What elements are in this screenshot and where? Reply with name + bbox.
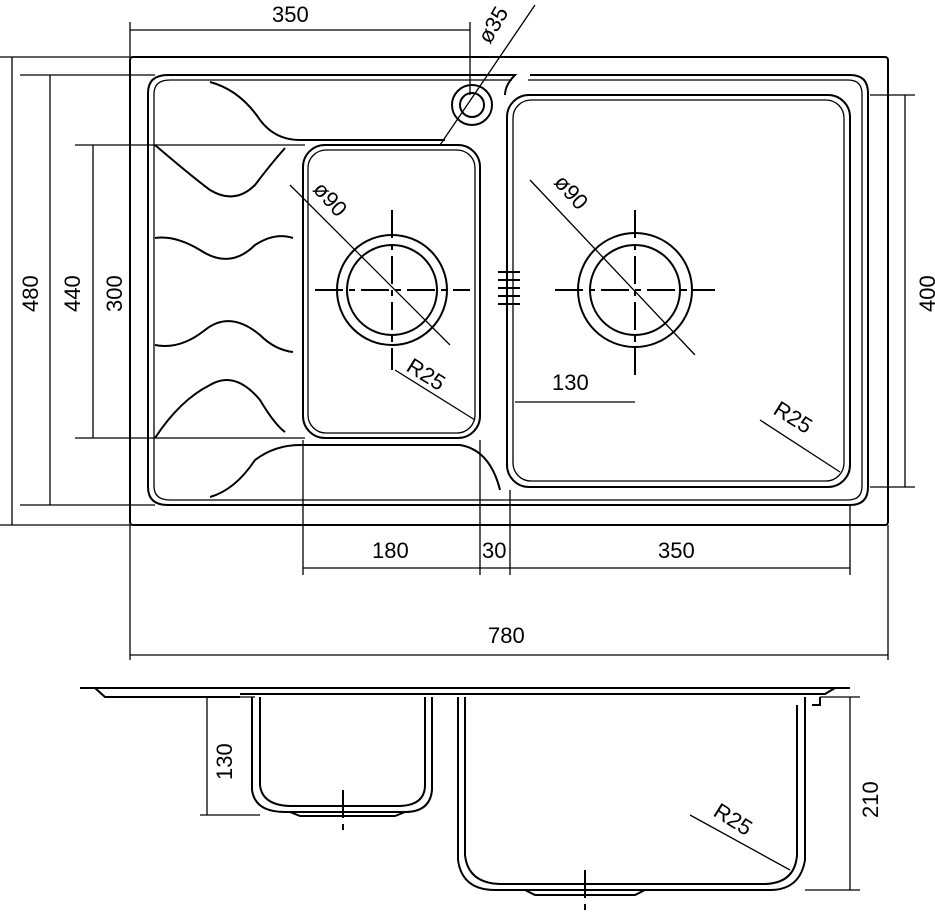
sink-outline xyxy=(129,56,889,526)
large-bowl-inner xyxy=(512,99,845,482)
sink-profile xyxy=(80,687,850,706)
dim-top-350: 350 xyxy=(272,2,309,27)
side-center-lines xyxy=(342,790,586,912)
side-dim-radius: R25 xyxy=(709,798,756,841)
dim-180: 180 xyxy=(372,538,409,563)
large-bowl-profile xyxy=(457,697,806,891)
dim-tap-hole: ø35 xyxy=(473,2,514,47)
inner-rim-line xyxy=(153,79,863,501)
dimension-lines xyxy=(0,4,915,660)
dim-drain-left: ø90 xyxy=(308,177,352,222)
overflow-slots xyxy=(498,271,520,305)
dim-440: 440 xyxy=(60,275,85,312)
tap-hole-inner xyxy=(459,92,485,118)
dim-130: 130 xyxy=(552,370,589,395)
top-view xyxy=(0,4,915,660)
dim-400: 400 xyxy=(915,275,935,312)
dim-480: 480 xyxy=(18,275,43,312)
dim-bottom-350: 350 xyxy=(658,538,695,563)
side-dim-130: 130 xyxy=(212,743,237,780)
dim-30: 30 xyxy=(482,538,506,563)
small-bowl-profile xyxy=(251,697,433,813)
tap-hole-outer xyxy=(451,84,493,126)
side-view xyxy=(80,687,860,912)
side-dimension-lines xyxy=(200,696,860,891)
dim-780: 780 xyxy=(488,623,525,648)
dim-radius-right: R25 xyxy=(769,396,816,439)
small-bowl xyxy=(302,144,481,439)
dim-300: 300 xyxy=(102,275,127,312)
large-bowl xyxy=(506,94,851,488)
side-dim-210: 210 xyxy=(858,781,883,818)
small-bowl-inner xyxy=(307,149,476,434)
drainboard-ribs xyxy=(154,81,501,498)
center-lines xyxy=(315,210,715,375)
